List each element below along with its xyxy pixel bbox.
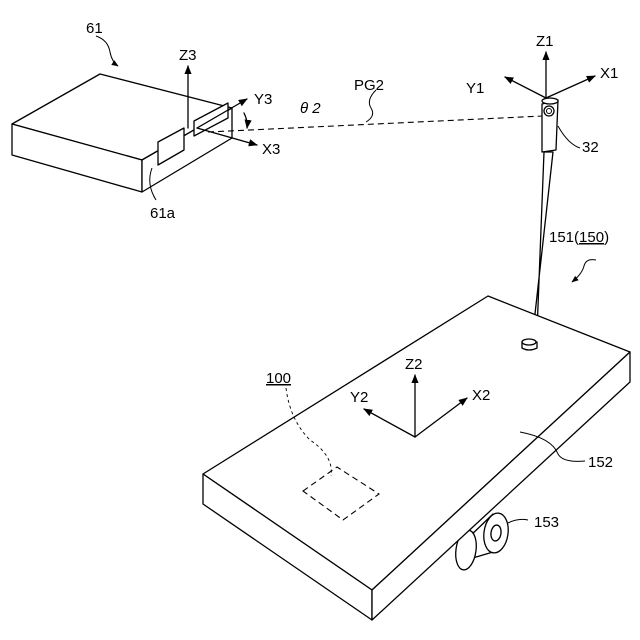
label-y2: Y2: [350, 389, 368, 406]
label-151-150: 151(150): [549, 229, 609, 246]
label-61: 61: [86, 20, 103, 37]
robot-151: [203, 296, 630, 620]
label-z1: Z1: [536, 33, 554, 50]
pg2-line: [208, 116, 543, 132]
camera-lens: [544, 106, 554, 116]
leader-61: [96, 36, 118, 66]
leader-pg2: [366, 90, 376, 122]
label-100: 100: [266, 370, 291, 387]
label-150: 150: [579, 229, 604, 246]
pole-base-over-top: [522, 339, 536, 345]
label-y1: Y1: [466, 80, 484, 97]
theta-arc: [244, 113, 247, 128]
leader-32: [558, 126, 580, 148]
label-152: 152: [588, 454, 613, 471]
label-z3: Z3: [179, 47, 197, 64]
label-pg2: PG2: [354, 77, 384, 94]
x1-axis: [546, 76, 595, 98]
label-x1: X1: [600, 65, 618, 82]
label-x2: X2: [472, 387, 490, 404]
y1-axis: [505, 77, 546, 98]
label-32: 32: [582, 139, 599, 156]
label-y3: Y3: [254, 91, 272, 108]
leader-151: [572, 260, 596, 282]
camera-top: [542, 98, 558, 104]
leader-153: [508, 519, 528, 523]
label-151-prefix: 151(: [549, 229, 579, 246]
label-theta2: θ 2: [300, 100, 321, 117]
label-153: 153: [534, 514, 559, 531]
label-z2: Z2: [405, 356, 423, 373]
label-151-suffix: ): [604, 229, 609, 246]
label-x3: X3: [262, 141, 280, 158]
device-61: [12, 74, 232, 192]
label-61a: 61a: [150, 205, 176, 222]
camera-axes: [505, 52, 595, 98]
